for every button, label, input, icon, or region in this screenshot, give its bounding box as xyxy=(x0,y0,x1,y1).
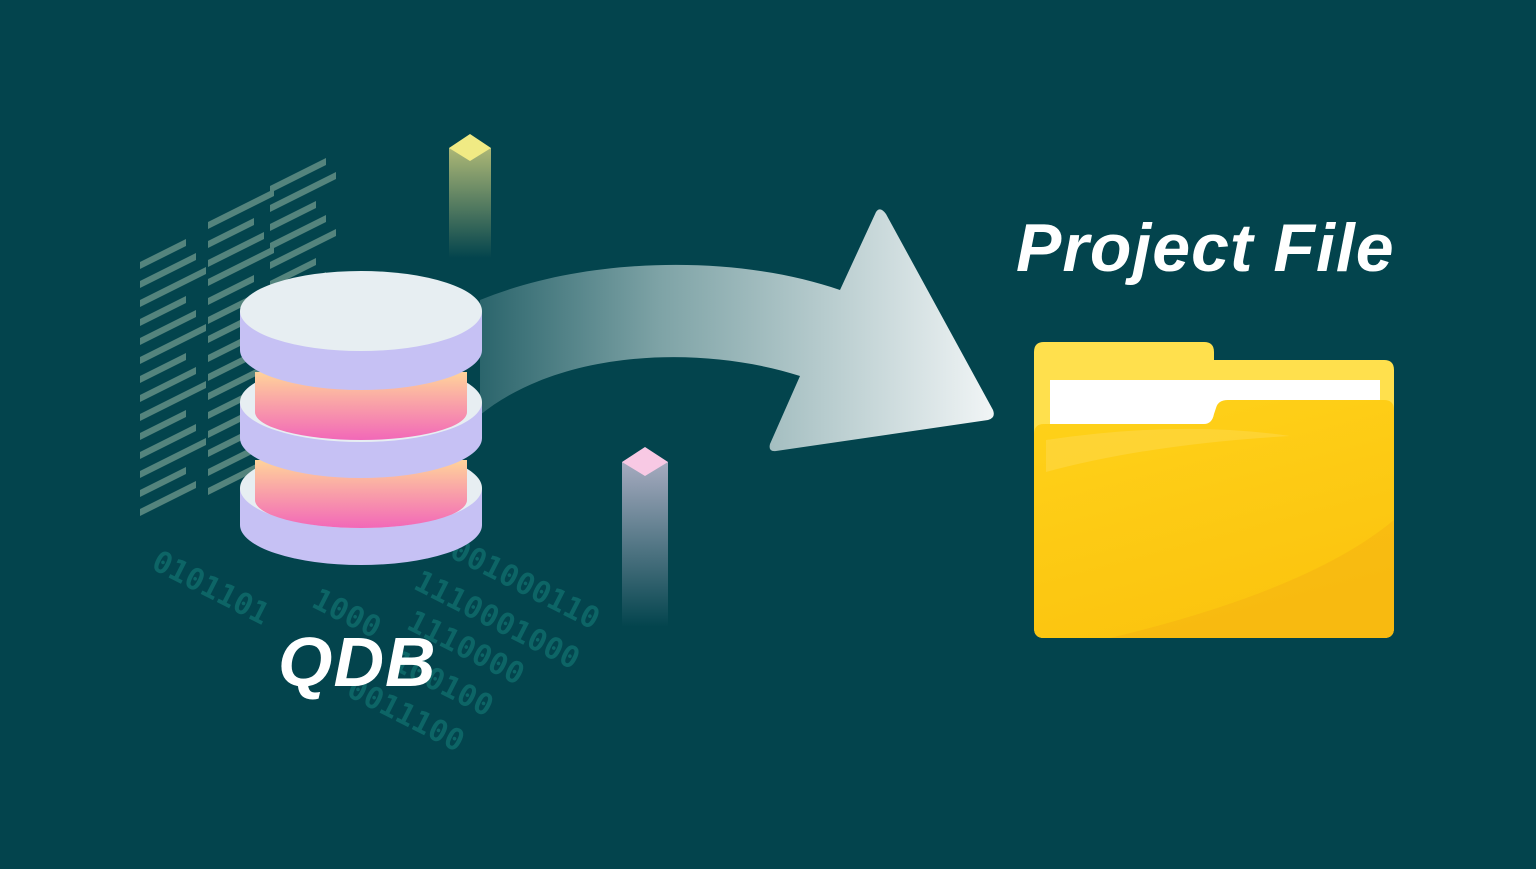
code-line-stripe xyxy=(270,172,336,212)
code-line-stripe xyxy=(140,310,196,345)
code-line-stripe xyxy=(208,460,264,495)
yellow-beacon-icon xyxy=(449,134,491,258)
pink-beacon-icon xyxy=(622,447,668,627)
code-line-stripe xyxy=(270,201,316,231)
code-line-stripe xyxy=(140,424,196,459)
arrow-right-icon xyxy=(480,209,994,452)
code-line-stripe xyxy=(208,275,254,305)
code-line-stripe xyxy=(208,189,274,229)
code-line-stripe xyxy=(208,218,254,248)
code-line-stripe xyxy=(140,481,196,516)
code-line-stripe xyxy=(140,410,186,440)
code-line-stripe xyxy=(140,267,206,307)
folder-icon xyxy=(1034,342,1394,638)
code-line-stripe xyxy=(208,232,264,267)
code-line-stripe xyxy=(270,158,326,193)
code-line-stripe xyxy=(140,239,186,269)
code-line-stripe xyxy=(270,215,326,250)
source-label: QDB xyxy=(278,623,437,701)
code-line-stripe xyxy=(270,258,316,288)
code-line-stripe xyxy=(140,353,186,383)
code-line-stripe xyxy=(140,367,196,402)
code-line-stripe xyxy=(140,467,186,497)
code-line-stripe xyxy=(208,246,274,286)
code-line-stripe xyxy=(140,296,186,326)
code-line-stripe xyxy=(270,229,336,269)
code-line-stripe xyxy=(140,253,196,288)
code-line-stripe xyxy=(140,381,206,421)
code-line-stripe xyxy=(140,324,206,364)
database-icon xyxy=(240,271,482,565)
binary-row: 0101101 xyxy=(146,544,275,633)
target-label: Project File xyxy=(1016,210,1395,286)
code-line-stripe xyxy=(140,438,206,478)
code-line-stripe xyxy=(208,446,254,476)
